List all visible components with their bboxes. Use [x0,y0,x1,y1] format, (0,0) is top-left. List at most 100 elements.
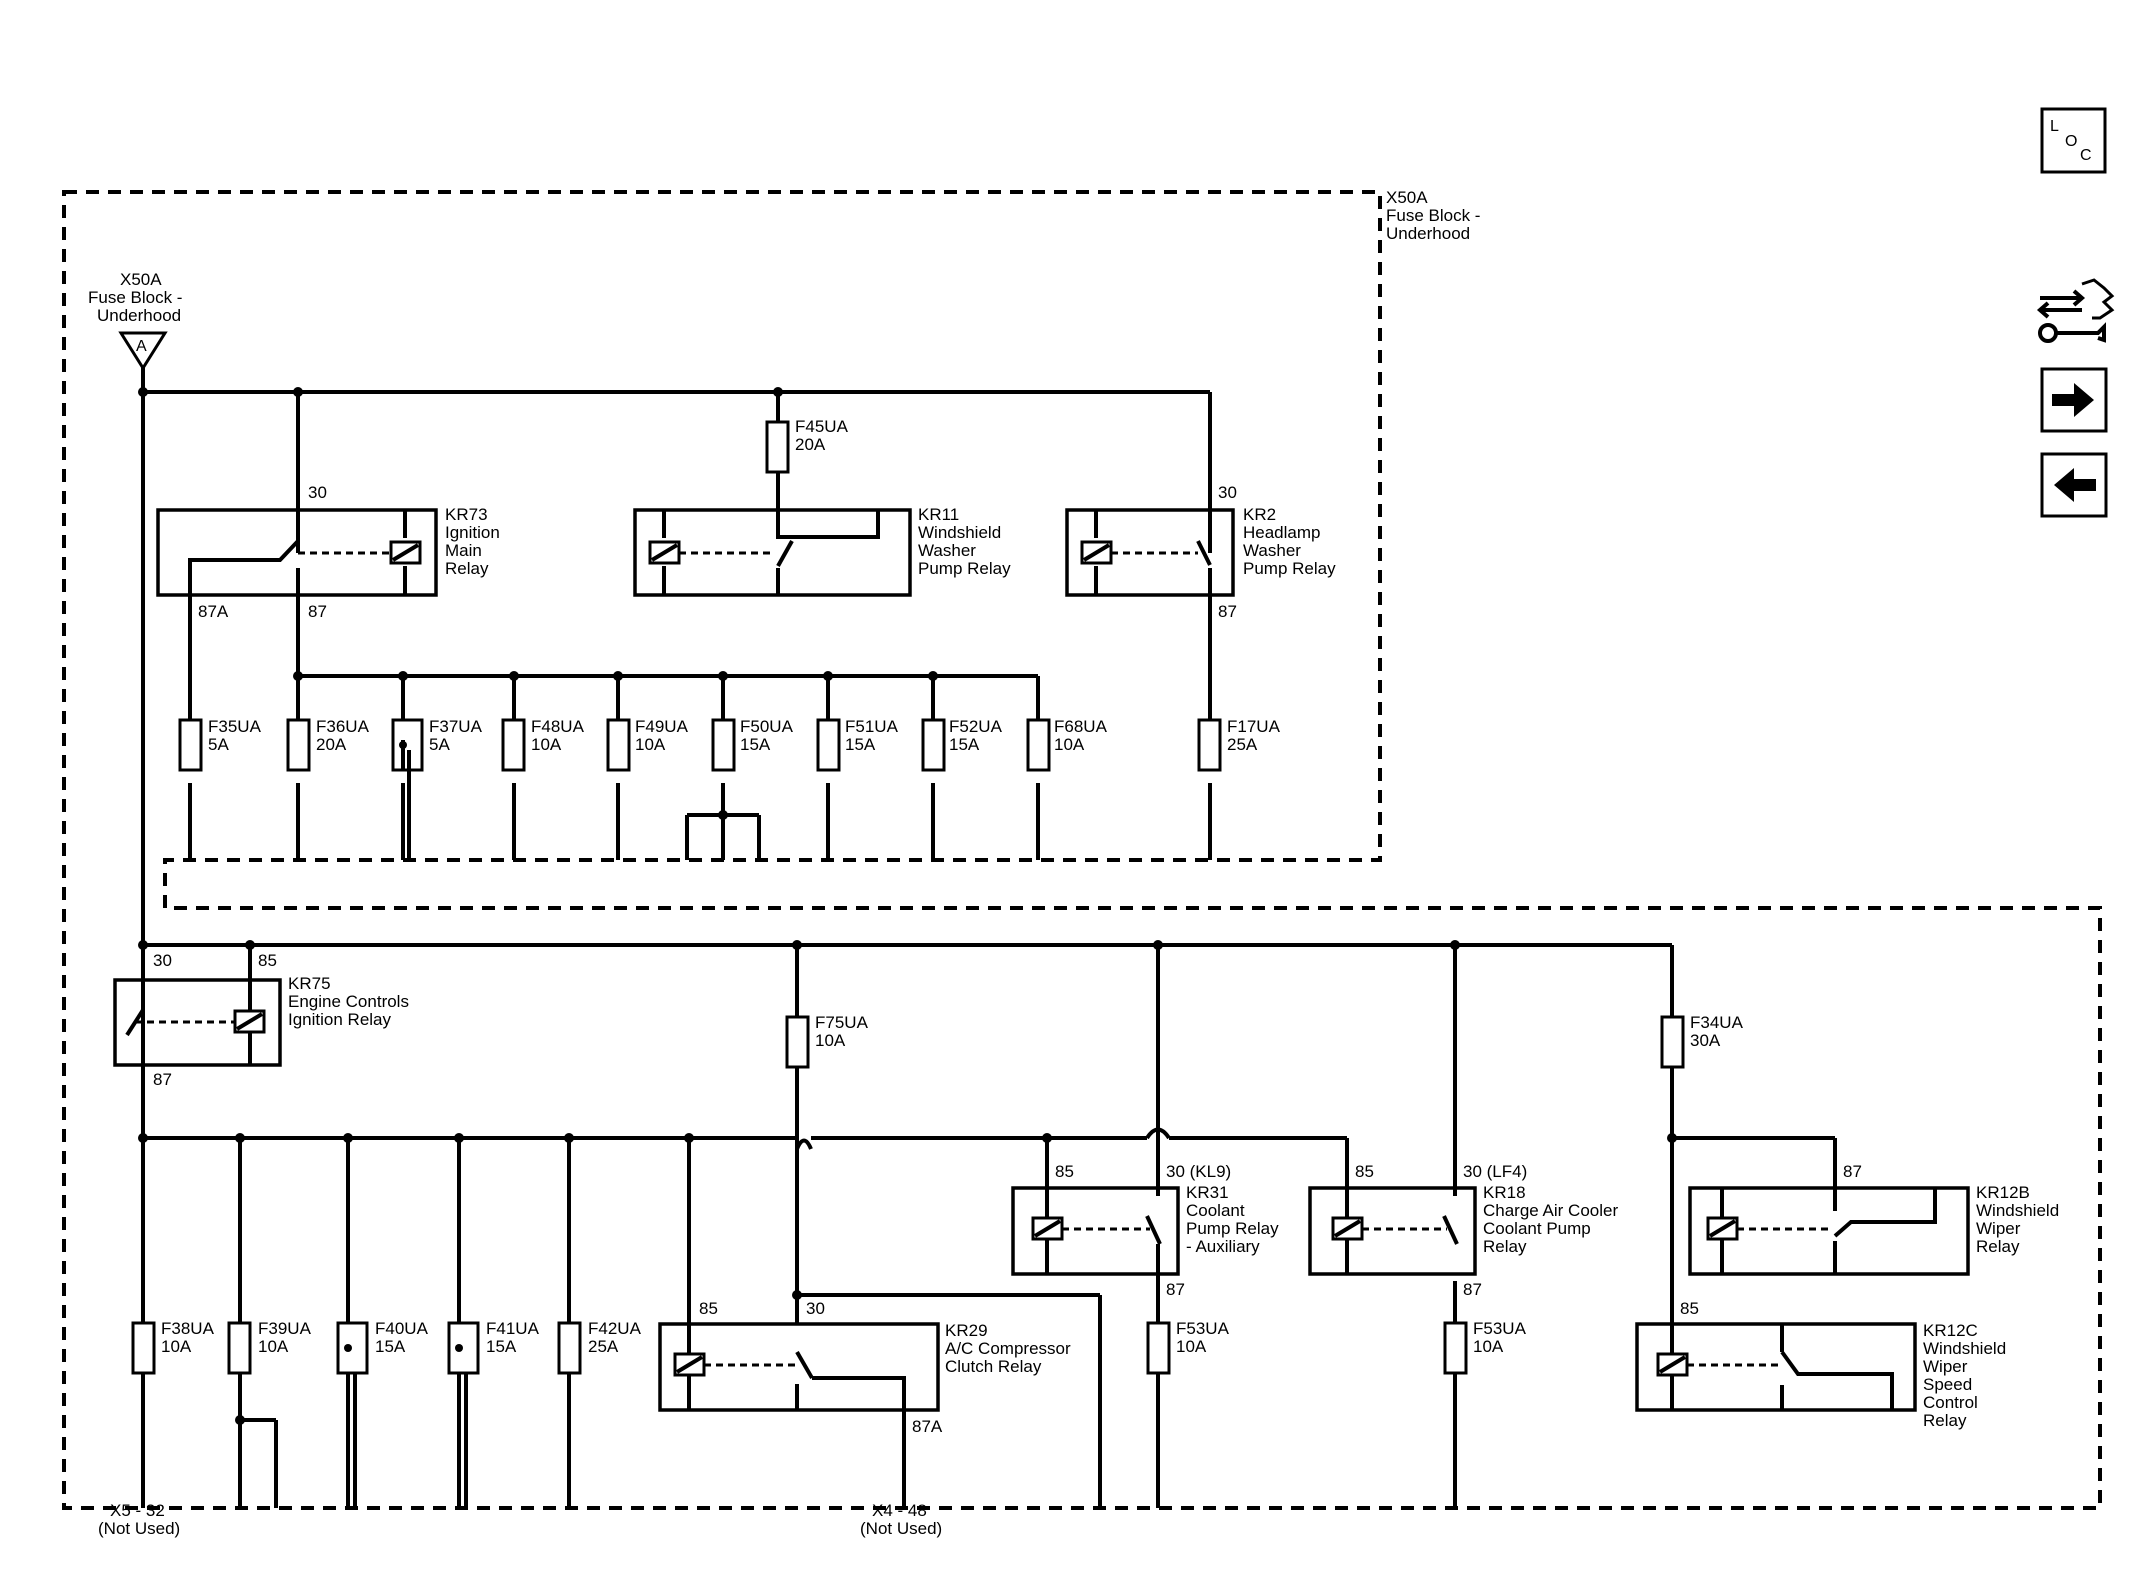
f17-name: F17UA [1227,717,1281,736]
x4-48-label: X4 - 48 [872,1501,927,1520]
f53b-name: F53UA [1473,1319,1527,1338]
kr29-label-0: KR29 [945,1321,988,1340]
kr73-pin-87: 87 [308,602,327,621]
kr11-label-2: Washer [918,541,976,560]
relay-kr73: 30 87A 87 KR73 Ignition Main Relay [156,483,500,621]
kr12c-label-4: Control [1923,1393,1978,1412]
f40-name: F40UA [375,1319,429,1338]
relay-kr18: 85 30 (LF4) 87 KR18 Charge Air Cooler Co… [1308,1162,1618,1299]
fuse-f17ua: F17UA 25A [1197,717,1281,772]
fuse-f52ua: F52UA 15A [921,717,1003,772]
kr12c-label-1: Windshield [1923,1339,2006,1358]
fuse-block-ref-label: Fuse Block - [88,288,182,307]
f41-name: F41UA [486,1319,540,1338]
kr12b-pin-87: 87 [1843,1162,1862,1181]
x50a-ref-label: X50A [120,270,162,289]
kr73-pin-87a: 87A [198,602,229,621]
fuse-f39ua: F39UA 10A [227,1319,312,1375]
kr75-label-2: Ignition Relay [288,1010,392,1029]
f17-rating: 25A [1227,735,1258,754]
f75-name: F75UA [815,1013,869,1032]
x5-32-label: X5 - 32 [110,1501,165,1520]
f41-rating: 15A [486,1337,517,1356]
f50-name: F50UA [740,717,794,736]
fuse-f38ua: F38UA 10A [131,1319,215,1375]
f45-rating: 20A [795,435,826,454]
f51-rating: 15A [845,735,876,754]
relay-kr11: KR11 Windshield Washer Pump Relay [633,505,1011,597]
f49-name: F49UA [635,717,689,736]
f52-name: F52UA [949,717,1003,736]
kr12c-label-2: Wiper [1923,1357,1968,1376]
fuse-block-box-label: Fuse Block - [1386,206,1480,225]
f35-name: F35UA [208,717,262,736]
f49-rating: 10A [635,735,666,754]
connector-a-label: A [136,338,147,355]
kr31-label-2: Pump Relay [1186,1219,1279,1238]
f39-name: F39UA [258,1319,312,1338]
fuse-f75ua: F75UA 10A [785,1013,869,1069]
previous-page-button[interactable] [2040,452,2108,518]
fuse-f35ua: F35UA 5A [178,717,262,772]
f50-rating: 15A [740,735,771,754]
kr29-pin-85: 85 [699,1299,718,1318]
kr31-label-0: KR31 [1186,1183,1229,1202]
loc-button[interactable]: L O C [2040,107,2107,174]
relay-kr29: 85 30 87A KR29 A/C Compressor Clutch Rel… [658,1299,1071,1436]
fuse-f40ua: F40UA 15A [336,1319,429,1375]
x50a-connector-a: X50A Fuse Block - Underhood A [88,270,182,371]
fuse-f49ua: F49UA 10A [606,717,689,772]
fuse-f68ua: F68UA 10A [1026,717,1108,772]
f51-name: F51UA [845,717,899,736]
fuse-f50ua: F50UA 15A [711,717,794,772]
kr2-pin-30: 30 [1218,483,1237,502]
kr31-pin-30: 30 (KL9) [1166,1162,1231,1181]
fuse-f48ua: F48UA 10A [501,717,585,772]
f39-rating: 10A [258,1337,289,1356]
f45-name: F45UA [795,417,849,436]
underhood-ref-label: Underhood [97,306,181,325]
fuse-f41ua: F41UA 15A [447,1319,540,1375]
fuse-f34ua: F34UA 30A [1660,1013,1744,1069]
kr18-label-2: Coolant Pump [1483,1219,1591,1238]
arrow-right-icon [2052,383,2094,417]
kr2-label-3: Pump Relay [1243,559,1336,578]
kr18-label-1: Charge Air Cooler [1483,1201,1618,1220]
kr31-label-1: Coolant [1186,1201,1245,1220]
kr75-pin-85: 85 [258,951,277,970]
kr73-label-0: KR73 [445,505,488,524]
kr29-label-1: A/C Compressor [945,1339,1071,1358]
connector-view-icon[interactable] [2036,278,2115,343]
f38-name: F38UA [161,1319,215,1338]
next-page-button[interactable] [2040,367,2108,433]
kr75-label-0: KR75 [288,974,331,993]
f37-name: F37UA [429,717,483,736]
f53b-rating: 10A [1473,1337,1504,1356]
f53a-rating: 10A [1176,1337,1207,1356]
kr73-pin-30: 30 [308,483,327,502]
kr18-pin-30: 30 (LF4) [1463,1162,1527,1181]
f34-rating: 30A [1690,1031,1721,1050]
kr12b-label-1: Windshield [1976,1201,2059,1220]
kr2-label-2: Washer [1243,541,1301,560]
kr11-label-0: KR11 [918,505,959,524]
arrow-left-icon [2054,468,2096,502]
kr31-pin-85: 85 [1055,1162,1074,1181]
fuse-f42ua: F42UA 25A [557,1319,642,1375]
not-used-label-2: (Not Used) [860,1519,942,1538]
relay-kr2: 30 87 KR2 Headlamp Washer Pump Relay [1065,483,1336,621]
kr75-pin-87: 87 [153,1070,172,1089]
kr2-label-1: Headlamp [1243,523,1321,542]
fuse-f36ua: F36UA 20A [286,717,370,772]
kr12b-label-2: Wiper [1976,1219,2021,1238]
kr18-label-3: Relay [1483,1237,1527,1256]
kr11-label-3: Pump Relay [918,559,1011,578]
not-used-label-1: (Not Used) [98,1519,180,1538]
fuse-f53ua-kr18: F53UA 10A [1443,1319,1527,1375]
kr2-pin-87: 87 [1218,602,1237,621]
kr31-pin-87: 87 [1166,1280,1185,1299]
relay-kr12c: 85 KR12C Windshield Wiper Speed Control … [1635,1299,2006,1430]
kr29-pin-87a: 87A [912,1417,943,1436]
f75-rating: 10A [815,1031,846,1050]
